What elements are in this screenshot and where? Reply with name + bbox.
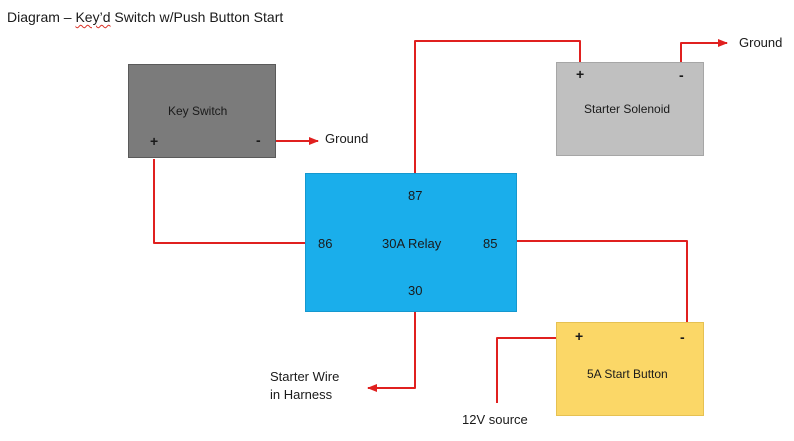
ground-label-key-switch: Ground [325, 131, 369, 146]
starter-solenoid-plus-terminal: + [576, 66, 585, 82]
key-switch-plus-terminal: + [150, 133, 159, 149]
key-switch-label: Key Switch [168, 104, 228, 118]
wire-12v-to-start-button [496, 337, 557, 403]
start-button-box: 5A Start Button + - [556, 322, 704, 416]
key-switch-box: Key Switch + - [128, 64, 276, 158]
relay-pin-87: 87 [408, 188, 423, 203]
source-12v-label: 12V source [462, 412, 528, 427]
starter-wire-label: Starter Wire in Harness [270, 368, 339, 404]
starter-solenoid-minus-terminal: - [679, 67, 684, 83]
key-switch-minus-terminal: - [256, 132, 261, 148]
relay-pin-85: 85 [483, 236, 498, 251]
start-button-minus-terminal: - [680, 329, 685, 345]
title-suffix: Switch w/Push Button Start [110, 9, 284, 25]
starter-wire-label-line1: Starter Wire [270, 369, 340, 384]
diagram-title: Diagram – Key’d Switch w/Push Button Sta… [7, 9, 283, 25]
relay-box: 87 86 30A Relay 85 30 [305, 173, 517, 312]
relay-label: 30A Relay [382, 236, 442, 251]
start-button-plus-terminal: + [575, 328, 584, 344]
title-squiggled-word: Key’d [75, 9, 111, 25]
start-button-label: 5A Start Button [587, 367, 668, 381]
wire-30-to-starter [367, 312, 416, 392]
wire-85-to-start-button [516, 240, 688, 323]
title-prefix: Diagram – [7, 9, 76, 25]
wire-key-switch-to-86 [153, 159, 306, 244]
relay-pin-30: 30 [408, 283, 423, 298]
ground-label-solenoid: Ground [739, 35, 783, 50]
starter-solenoid-label: Starter Solenoid [584, 102, 671, 116]
wire-solenoid-ground [680, 39, 728, 64]
relay-pin-86: 86 [318, 236, 333, 251]
starter-wire-label-line2: in Harness [270, 387, 333, 402]
wire-87-to-solenoid [414, 40, 581, 173]
starter-solenoid-box: Starter Solenoid + - [556, 62, 704, 156]
